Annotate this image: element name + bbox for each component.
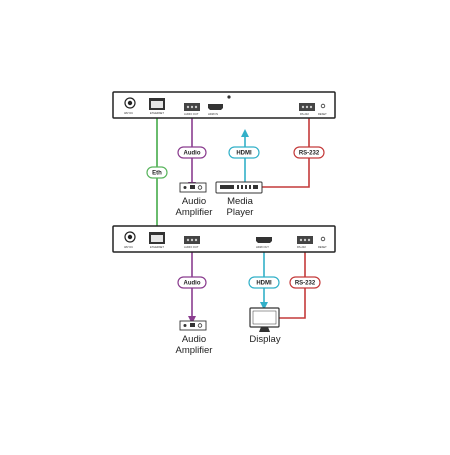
rs232-terminal-icon xyxy=(297,236,313,244)
rs232-port-label: RS-232 xyxy=(297,245,306,249)
rs232-cable-top xyxy=(262,115,310,188)
svg-text:RS-232: RS-232 xyxy=(299,151,320,157)
audio-amplifier-bottom-label-2: Amplifier xyxy=(176,345,213,356)
audio-terminal-icon xyxy=(184,236,200,244)
dc-label: 48V DC xyxy=(124,111,133,115)
svg-text:Audio: Audio xyxy=(184,281,201,287)
hdmi-port-label: HDMI OUT xyxy=(256,245,269,249)
rs232-port-label: RS-232 xyxy=(300,112,309,116)
indicator-icon xyxy=(227,95,231,99)
svg-text:Audio: Audio xyxy=(184,151,201,157)
rs232-cable-bottom xyxy=(279,247,306,319)
top-unit: 48V DC ETHERNET AUDIO OUT HDMI IN RS- xyxy=(112,91,336,119)
tag-eth: Eth xyxy=(146,166,168,179)
bottom-unit: 48V DC ETHERNET AUDIO OUT HDMI OUT RS-23… xyxy=(112,225,336,253)
display-label: Display xyxy=(249,334,280,345)
rs232-terminal-icon xyxy=(299,103,315,111)
hdmi-port-icon xyxy=(208,104,223,110)
reset-button-icon xyxy=(320,103,326,109)
audio-amplifier-icon xyxy=(179,182,207,193)
reset-label: RESET xyxy=(318,112,327,116)
reset-button-icon xyxy=(320,236,326,242)
tag-rs232-bottom: RS-232 xyxy=(289,276,321,289)
dc-jack-icon xyxy=(124,231,136,243)
audio-port-label: AUDIO OUT xyxy=(184,112,199,116)
hdmi-port-label: HDMI IN xyxy=(208,112,218,116)
reset-label: RESET xyxy=(318,245,327,249)
display-icon xyxy=(249,307,280,332)
svg-text:RS-232: RS-232 xyxy=(295,281,316,287)
svg-text:Eth: Eth xyxy=(152,171,162,177)
dc-label: 48V DC xyxy=(124,245,133,249)
hdmi-port-icon xyxy=(256,237,272,243)
tag-hdmi-top: HDMI xyxy=(228,146,260,159)
ethernet-label: ETHERNET xyxy=(150,245,164,249)
audio-amplifier-top-label-1: Audio xyxy=(182,196,206,207)
media-player-icon xyxy=(215,181,263,194)
dc-jack-icon xyxy=(124,97,136,109)
audio-terminal-icon xyxy=(184,103,200,111)
ethernet-port-icon xyxy=(149,98,165,110)
media-player-label-1: Media xyxy=(227,196,254,207)
ethernet-port-icon xyxy=(149,232,165,244)
tag-audio-top: Audio xyxy=(177,146,207,159)
ethernet-label: ETHERNET xyxy=(150,111,164,115)
tag-hdmi-bottom: HDMI xyxy=(248,276,280,289)
bottom-unit-chassis xyxy=(112,225,336,253)
svg-text:HDMI: HDMI xyxy=(256,281,272,287)
top-unit-chassis xyxy=(112,91,336,119)
audio-port-label: AUDIO OUT xyxy=(184,245,199,249)
tag-audio-bottom: Audio xyxy=(177,276,207,289)
audio-amplifier-bottom-label-1: Audio xyxy=(182,334,206,345)
audio-amplifier-icon xyxy=(179,320,207,331)
svg-text:HDMI: HDMI xyxy=(236,151,252,157)
tag-rs232-top: RS-232 xyxy=(293,146,325,159)
audio-amplifier-top-label-2: Amplifier xyxy=(176,207,213,218)
media-player-label-2: Player xyxy=(227,207,254,218)
